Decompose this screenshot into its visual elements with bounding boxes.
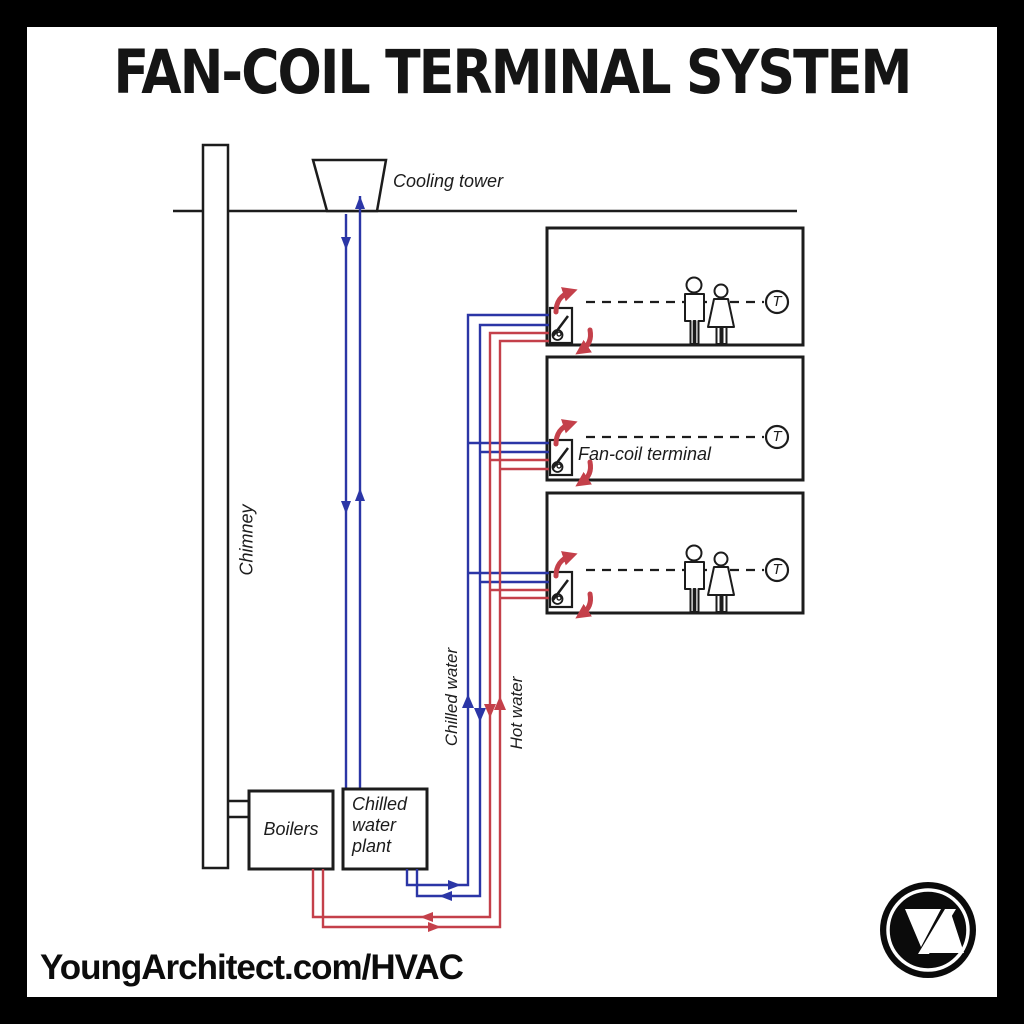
room-2	[545, 355, 805, 482]
chimney-label: Chimney	[236, 504, 257, 576]
thermostat-t-2: T	[772, 428, 782, 446]
chilled-water-label: Chilled water	[442, 647, 461, 747]
hot-water-label: Hot water	[507, 676, 526, 750]
chimney-flue-connector	[228, 799, 249, 819]
occupants-room-1	[684, 276, 735, 345]
return-air-arrow	[575, 327, 593, 355]
boilers-box	[247, 789, 335, 871]
return-air-arrow	[575, 459, 593, 487]
chilled-water-plant-label: Chilled water plant	[352, 794, 408, 857]
fan-coil-unit-1	[548, 287, 593, 355]
cooling-tower-label: Cooling tower	[393, 171, 504, 191]
young-architect-logo	[880, 882, 976, 978]
paper-canvas	[27, 27, 997, 997]
page-title: FAN-COIL TERMINAL SYSTEM	[113, 38, 913, 109]
hot-water-pipes	[311, 331, 562, 932]
supply-air-arrow	[553, 419, 578, 447]
fan-coil-unit-2	[548, 419, 593, 487]
thermostat-t-1: T	[772, 293, 782, 311]
chilled-water-plant-box	[341, 787, 429, 871]
thermostat-2	[764, 424, 790, 450]
fan-coil-unit-3	[548, 551, 593, 619]
logo-down-triangle	[905, 909, 941, 947]
thermostat-3	[764, 557, 790, 583]
thermostat-t-3: T	[772, 561, 782, 579]
room-1	[545, 226, 805, 347]
footer-url: YoungArchitect.com/HVAC	[40, 948, 464, 987]
logo-up-triangle	[929, 910, 964, 953]
thermostat-1	[764, 289, 790, 315]
supply-air-arrow	[553, 551, 578, 579]
supply-air-arrow	[553, 287, 578, 315]
boilers-label: Boilers	[263, 819, 319, 839]
occupants-room-3	[684, 544, 735, 613]
fan-coil-terminal-label: Fan-coil terminal	[578, 444, 712, 464]
chilled-water-pipes	[405, 313, 562, 901]
condenser-water-pipes	[341, 196, 365, 789]
chimney	[201, 143, 230, 870]
cooling-tower	[311, 158, 388, 213]
return-air-arrow	[575, 591, 593, 619]
room-3	[545, 491, 805, 615]
